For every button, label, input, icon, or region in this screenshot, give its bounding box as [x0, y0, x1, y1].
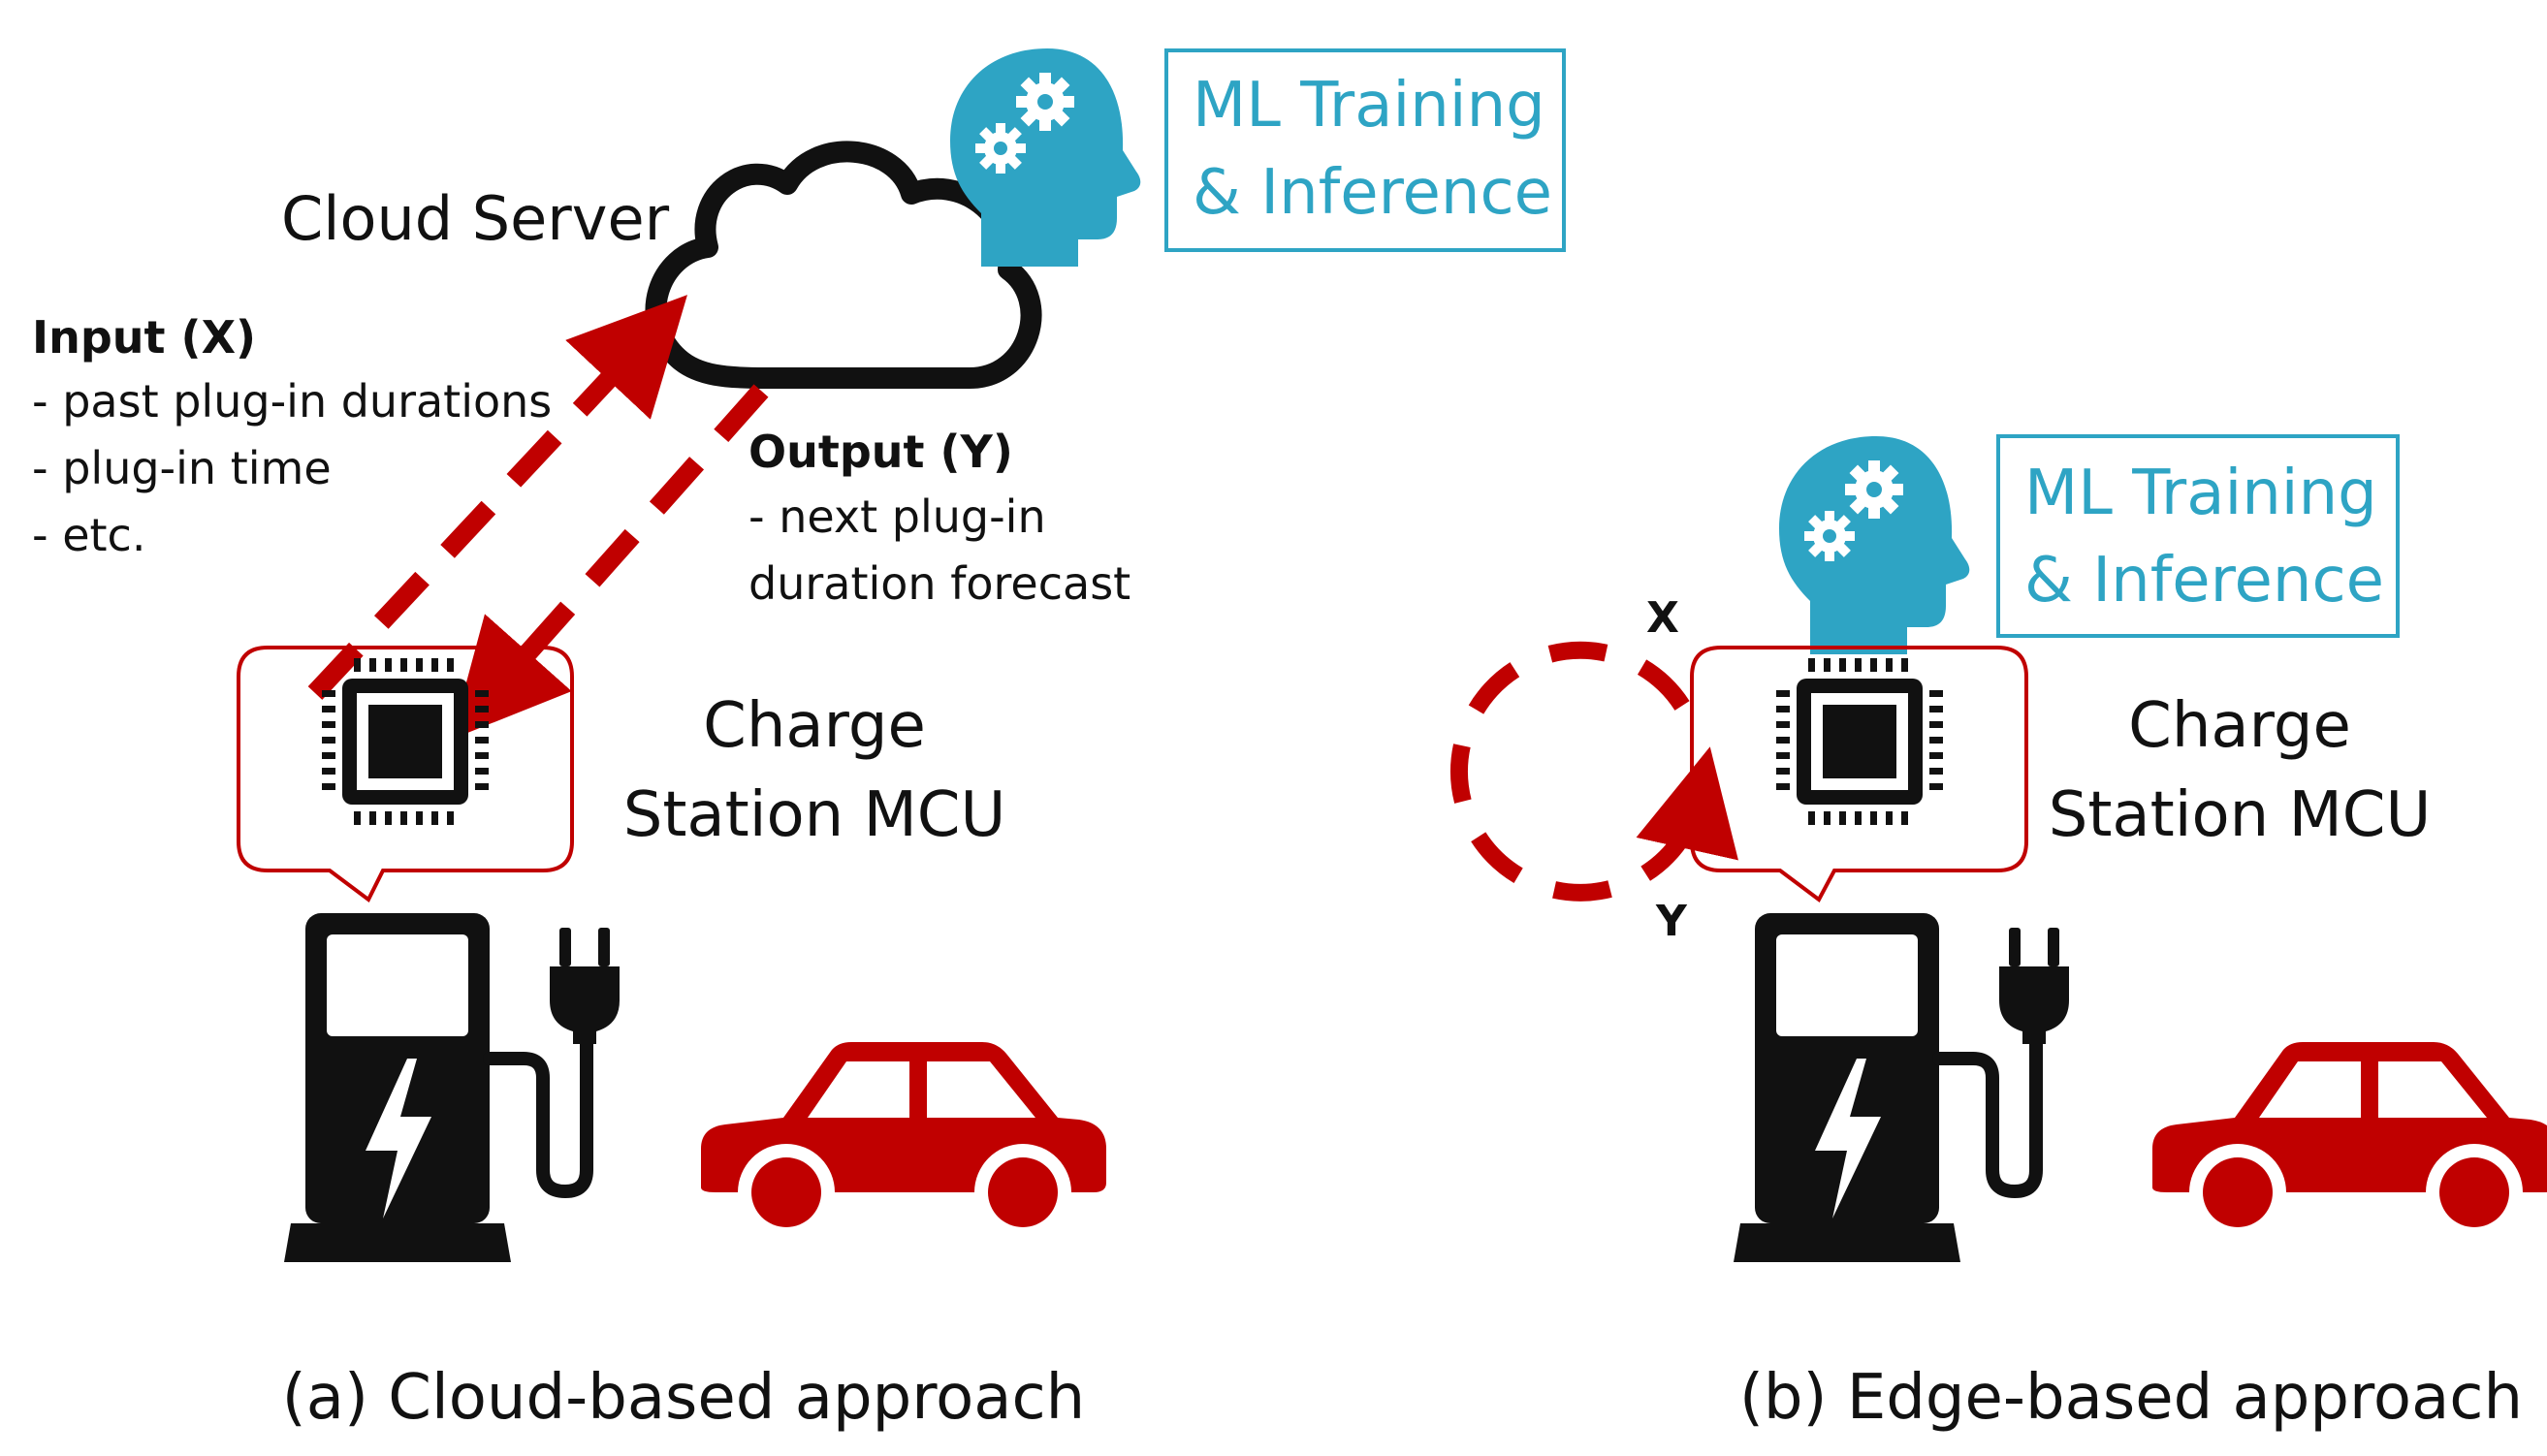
caption-a: (a) Cloud-based approach [282, 1362, 1085, 1434]
ml-box-line1: ML Training [2024, 458, 2377, 529]
loop-x-label: X [1646, 593, 1679, 643]
output-arrow [451, 384, 769, 740]
car-icon [701, 1042, 1106, 1241]
mcu-speech-bubble [1690, 646, 2028, 902]
microchip-icon [1776, 658, 1943, 825]
input-title: Input (X) [32, 311, 256, 364]
caption-b: (b) Edge-based approach [1739, 1362, 2523, 1434]
output-title: Output (Y) [748, 426, 1013, 478]
mcu-label-line2: Station MCU [2049, 779, 2432, 851]
charging-station-icon [1734, 913, 2069, 1262]
input-item-1: - past plug-in durations [32, 375, 552, 427]
mcu-label-line1: Charge [2128, 690, 2351, 762]
ml-box-line2: & Inference [2024, 545, 2384, 617]
loop-y-label: Y [1655, 897, 1688, 946]
input-arrow [307, 295, 687, 700]
ml-training-box [1996, 434, 2400, 638]
input-item-2: - plug-in time [32, 442, 332, 494]
output-item-1: - next plug-in [748, 491, 1046, 543]
mcu-speech-bubble [237, 646, 574, 903]
ml-training-box [1164, 48, 1566, 252]
local-loop-arrow [1450, 641, 1738, 902]
microchip-icon [322, 658, 489, 825]
ml-box-line1: ML Training [1193, 70, 1545, 142]
panel-b-edge-based: ML Training & Inference X Y Charge Stati… [1450, 434, 2547, 1434]
charging-station-icon [284, 913, 620, 1262]
mcu-label-line2: Station MCU [623, 779, 1006, 851]
cloud-server-label: Cloud Server [281, 183, 670, 254]
panel-a-cloud-based: Cloud Server ML Training & Inference Inp… [32, 48, 1566, 1434]
brain-gear-head-icon [950, 48, 1141, 267]
car-icon [2152, 1042, 2547, 1241]
output-item-2: duration forecast [748, 557, 1130, 610]
mcu-label-line1: Charge [703, 690, 926, 762]
ml-box-line2: & Inference [1193, 157, 1552, 229]
brain-gear-head-icon [1779, 436, 1970, 654]
input-item-3: - etc. [32, 509, 145, 561]
